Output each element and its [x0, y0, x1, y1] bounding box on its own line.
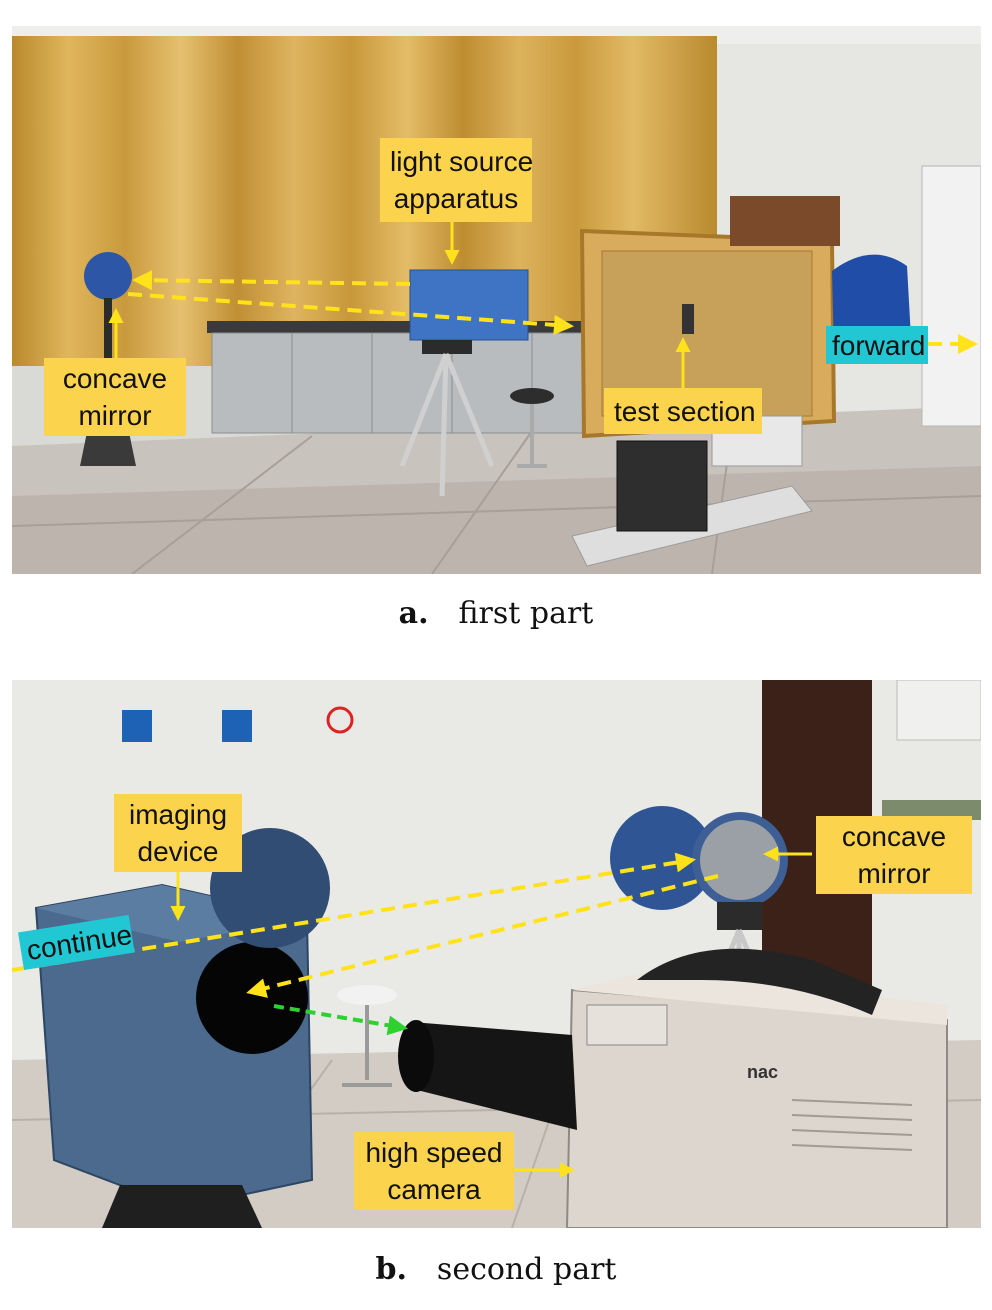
concave-mirror-right — [692, 812, 788, 908]
caption-text: second part — [436, 1252, 617, 1287]
photo-first-part: light source apparatus concave mirror te… — [12, 26, 981, 574]
label-high-speed-camera: high speed camera — [354, 1132, 514, 1210]
lab-scene-first-part — [12, 26, 981, 574]
label-line: mirror — [78, 400, 152, 431]
caption-letter: b. — [375, 1252, 407, 1287]
photo-second-part: nac imaging — [12, 680, 981, 1228]
label-line: imaging — [128, 799, 228, 830]
sign-icon — [122, 710, 152, 742]
label-concave-mirror-a: concave mirror — [44, 358, 186, 436]
label-line: forward — [832, 329, 926, 361]
camera-brand-text: nac — [747, 1062, 778, 1082]
monitor — [616, 440, 708, 532]
no-smoking-sign-icon — [326, 706, 354, 734]
caption-text: first part — [458, 596, 594, 631]
label-line: light source — [390, 146, 534, 177]
label-line: apparatus — [393, 183, 519, 214]
label-light-source-apparatus: light source apparatus — [380, 138, 534, 222]
label-line: mirror — [857, 858, 931, 889]
label-line: high speed — [365, 1137, 503, 1168]
sign-icon — [222, 710, 252, 742]
label-test-section: test section — [604, 388, 762, 434]
label-line: concave — [62, 363, 168, 394]
concave-mirror-left — [84, 252, 132, 300]
label-imaging-device: imaging device — [114, 794, 242, 872]
label-concave-mirror-b: concave mirror — [816, 816, 972, 894]
label-line: device — [137, 836, 219, 867]
camera-lens — [412, 1022, 577, 1130]
caption-first-part: a. first part — [0, 596, 992, 631]
label-line: test section — [614, 395, 756, 427]
label-line: camera — [387, 1174, 481, 1205]
light-source-box — [409, 269, 529, 341]
label-forward: forward — [826, 326, 928, 364]
caption-letter: a. — [398, 596, 429, 631]
label-line: concave — [841, 821, 947, 852]
imaging-device-aperture — [196, 942, 308, 1054]
caption-second-part: b. second part — [0, 1252, 992, 1287]
